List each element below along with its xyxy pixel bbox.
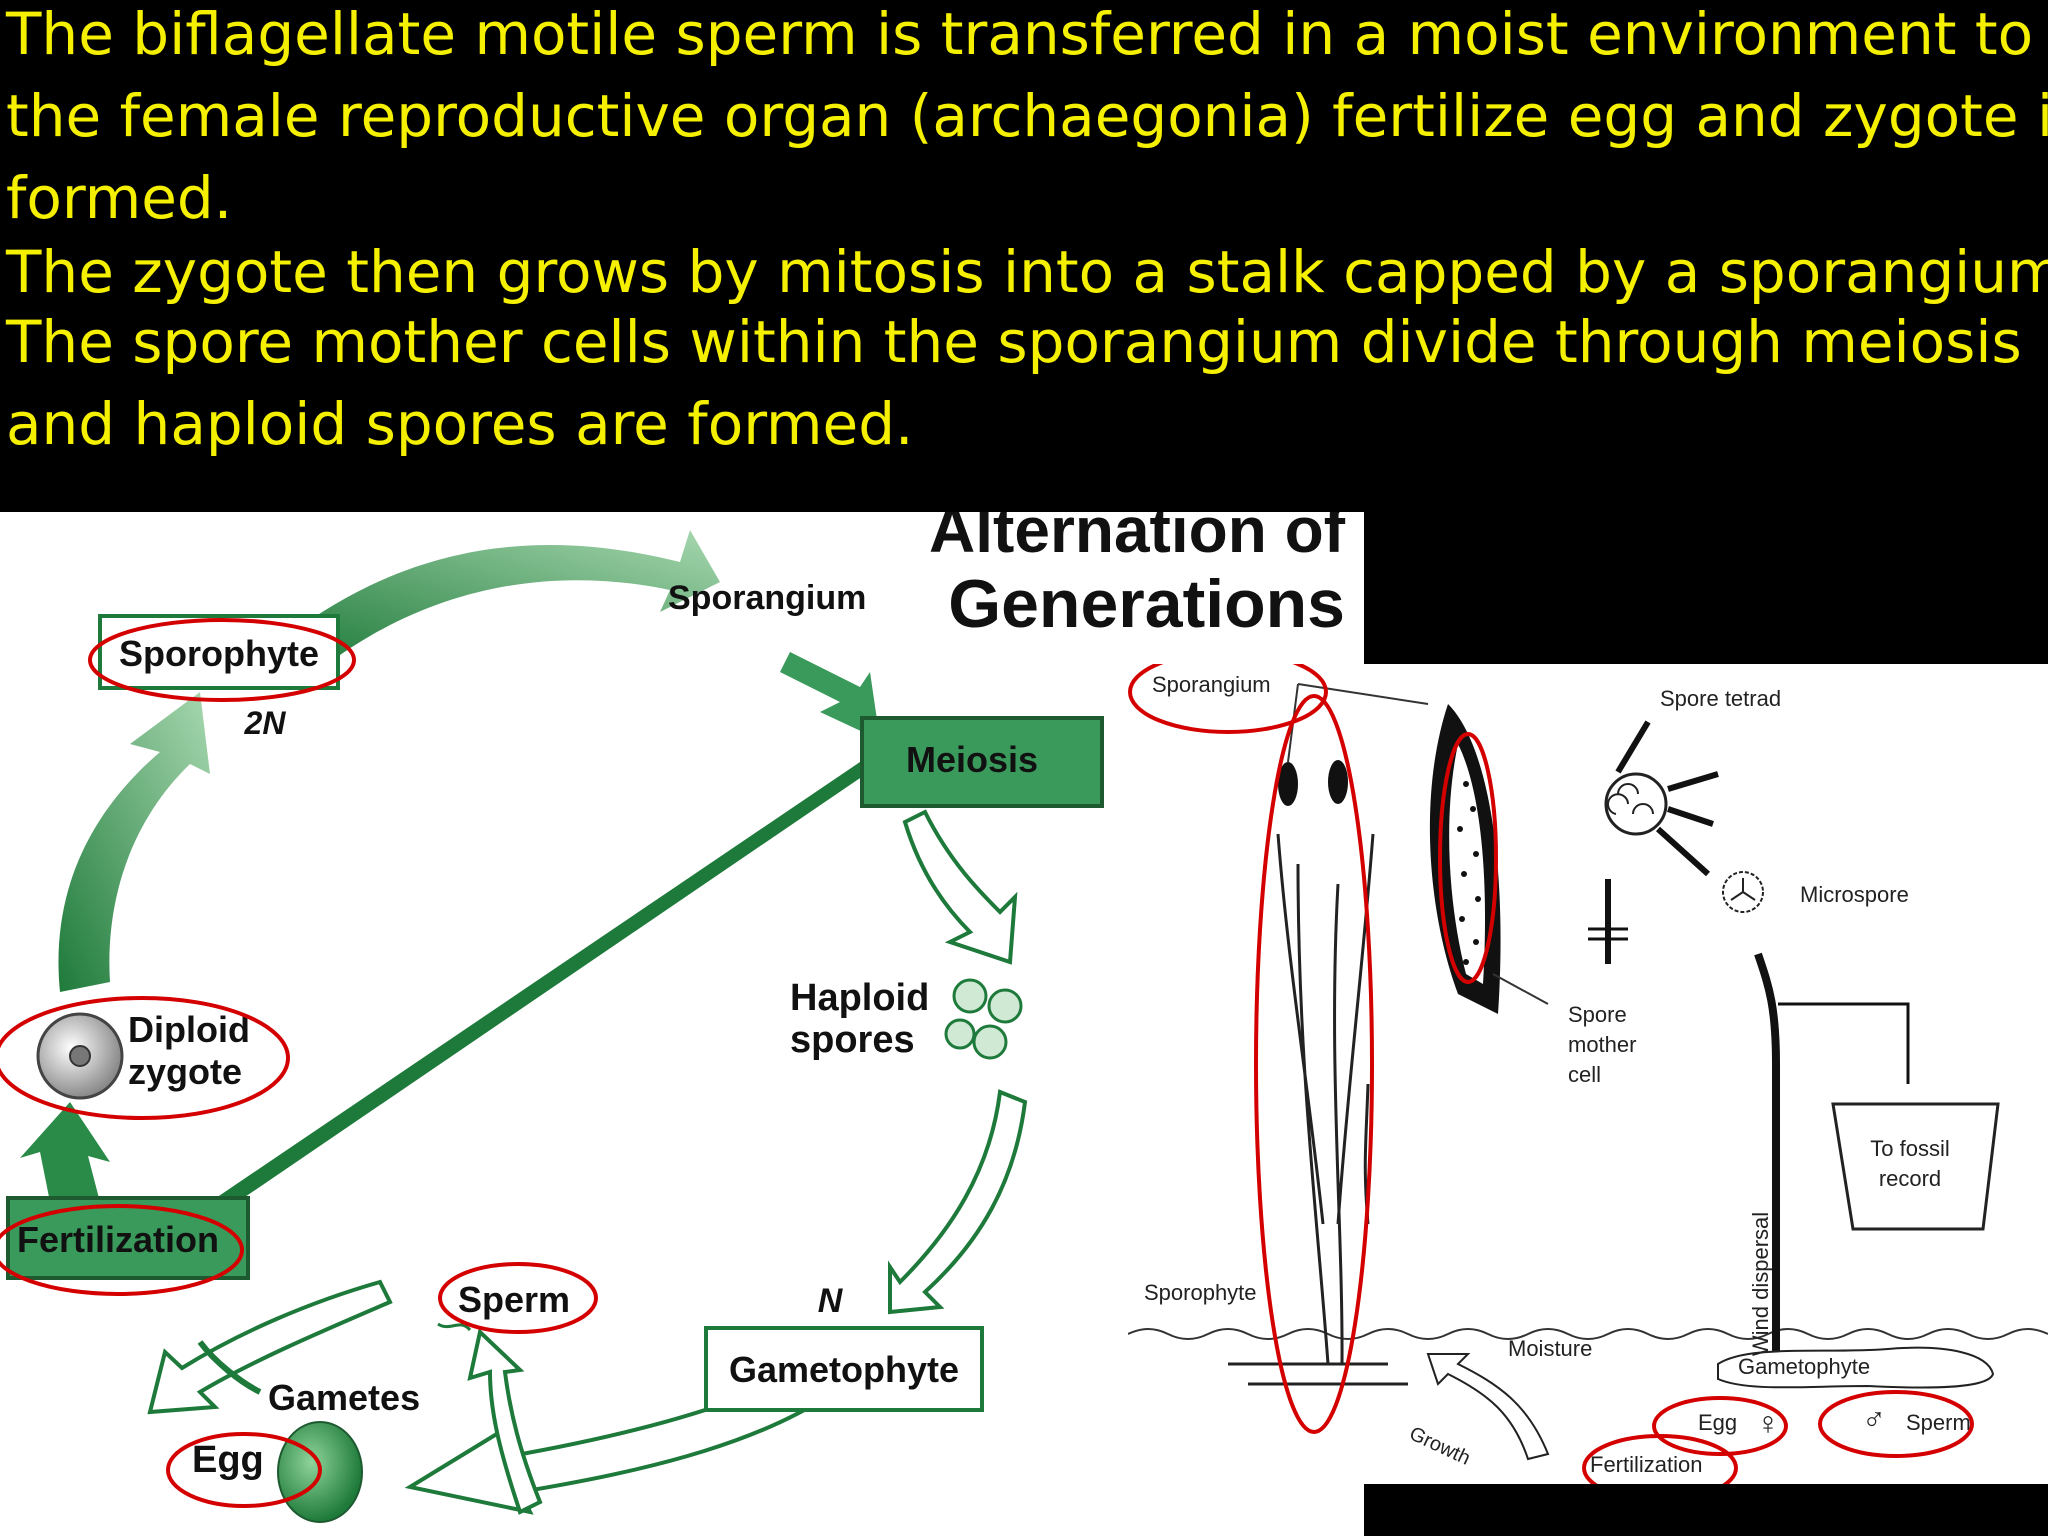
fertilization-label: Fertilization	[17, 1219, 219, 1260]
sporophyte-label: Sporophyte	[119, 633, 319, 674]
text-line-2: the female reproductive organ (archaegon…	[6, 82, 2048, 150]
annotation-sperm	[438, 1262, 598, 1334]
sporangium-tip-right	[1328, 760, 1348, 804]
diploid-label: Diploid	[128, 1009, 250, 1050]
gametophyte-label: Gametophyte	[729, 1349, 959, 1390]
microspore-trilete	[1730, 878, 1756, 901]
n-label: N	[818, 1282, 844, 1320]
diploid-zygote-icon	[36, 1012, 124, 1100]
diagram-title-line2: Generations	[948, 566, 1345, 642]
egg-label: Egg	[192, 1439, 264, 1481]
annotation-r-fertilization	[1582, 1434, 1738, 1484]
gametes-to-sperm-arrow	[467, 1328, 543, 1515]
r-growth-label: Growth	[1406, 1423, 1474, 1470]
tetrad-right-arrow-2	[1667, 806, 1714, 827]
sperm-icon	[437, 1322, 472, 1332]
spores-to-gametophyte-arrow	[888, 1089, 1028, 1315]
spore-mother-cells	[1457, 781, 1481, 965]
r-sperm-label: Sperm	[1906, 1410, 1971, 1435]
to-fossil-arrow	[1778, 1002, 1910, 1084]
spore-mother-pointer	[1492, 973, 1549, 1005]
sporophyte-plant	[1228, 833, 1408, 1386]
meiosis-to-spores-arrow	[902, 809, 1018, 965]
tetrad-divisions	[1607, 783, 1654, 815]
spore-tetrad-icon	[1604, 772, 1668, 836]
diagram-title-line1: Alternation of	[929, 512, 1346, 566]
r-spore-mother-label-2: mother	[1568, 1032, 1636, 1057]
tetrad-down-arrow	[1655, 826, 1711, 877]
text-line-1: The biflagellate motile sperm is transfe…	[6, 0, 2034, 68]
sporophyte-growth-arrow	[280, 530, 720, 662]
r-microspore-label: Microspore	[1800, 882, 1909, 907]
zygote-to-sporophyte-arrow	[58, 692, 211, 992]
cycle-diagram-svg: Alternation of Generations Sporophyte 2N…	[0, 512, 1346, 1523]
sporangium-arrow	[780, 652, 880, 740]
text-line-3: formed.	[6, 164, 233, 232]
annotation-r-plant	[1254, 694, 1374, 1434]
r-to-fossil-label-1: To fossil	[1870, 1136, 1949, 1161]
gametophyte-box	[704, 1326, 984, 1412]
meiosis-label: Meiosis	[906, 739, 1038, 780]
tetrad-up-arrow	[1615, 720, 1651, 774]
r-to-fossil-label-2: record	[1879, 1166, 1941, 1191]
sperm-label: Sperm	[458, 1279, 570, 1320]
r-spore-mother-label-1: Spore	[1568, 1002, 1627, 1027]
growth-arrow	[1426, 1353, 1550, 1461]
diagonal-connector	[210, 762, 866, 1214]
r-sporangium-label: Sporangium	[1152, 672, 1271, 697]
male-symbol-icon: ♂	[1862, 1401, 1886, 1437]
tetrad-right-arrow-1	[1667, 771, 1719, 792]
annotation-r-sporangium-section	[1438, 732, 1498, 984]
annotation-zygote	[0, 996, 290, 1120]
egg-to-fertilization-arrow	[197, 1340, 262, 1395]
annotation-r-egg	[1652, 1396, 1788, 1456]
r-gametophyte-label: Gametophyte	[1738, 1354, 1870, 1379]
gametes-label: Gametes	[268, 1377, 420, 1418]
two-n-label: 2N	[244, 705, 287, 741]
lifecycle-diagram-svg: Sporangium Spore tetrad Microspore Spore…	[1128, 664, 2048, 1484]
haploid-label: Haploid	[790, 977, 929, 1019]
text-line-4: The zygote then grows by mitosis into a …	[6, 238, 2048, 306]
annotation-fertilization	[0, 1204, 244, 1296]
gametes-to-fertilization-arrow	[147, 1279, 393, 1415]
sporophyte-lifecycle-diagram: Sporangium Spore tetrad Microspore Spore…	[1128, 664, 2048, 1484]
ground-line	[1128, 1328, 2048, 1340]
zygote-label: zygote	[128, 1051, 242, 1092]
annotation-sporophyte	[88, 618, 356, 702]
r-sporophyte-label: Sporophyte	[1144, 1280, 1257, 1305]
annotation-r-sperm	[1818, 1390, 1974, 1458]
sporangium-label: Sporangium	[668, 579, 866, 617]
sporangium-tip-left	[1278, 762, 1298, 806]
meiosis-box	[860, 716, 1104, 808]
gametophyte-blob	[1717, 1346, 1995, 1389]
sporangium-interior	[1449, 744, 1486, 984]
fertilization-box	[6, 1196, 250, 1280]
wind-dispersal-arrow	[1754, 952, 1780, 1374]
r-fertilization-label: Fertilization	[1590, 1452, 1702, 1477]
r-moisture-label: Moisture	[1508, 1336, 1592, 1361]
r-spore-mother-label-3: cell	[1568, 1062, 1601, 1087]
sporangium-pointer-1	[1297, 683, 1429, 705]
text-line-5: The spore mother cells within the sporan…	[6, 308, 2022, 376]
fertilization-to-zygote-arrow	[20, 1102, 110, 1202]
spores-label: spores	[790, 1019, 915, 1061]
fossil-record-box	[1831, 1102, 2000, 1231]
spore-cluster-icon	[944, 978, 1023, 1060]
r-spore-tetrad-label: Spore tetrad	[1660, 686, 1781, 711]
annotation-egg	[166, 1432, 322, 1508]
text-line-6: and haploid spores are formed.	[6, 390, 914, 458]
r-wind-dispersal-label: Wind dispersal	[1748, 1212, 1773, 1356]
r-egg-label: Egg	[1698, 1410, 1737, 1435]
annotation-r-sporangium	[1128, 664, 1328, 734]
